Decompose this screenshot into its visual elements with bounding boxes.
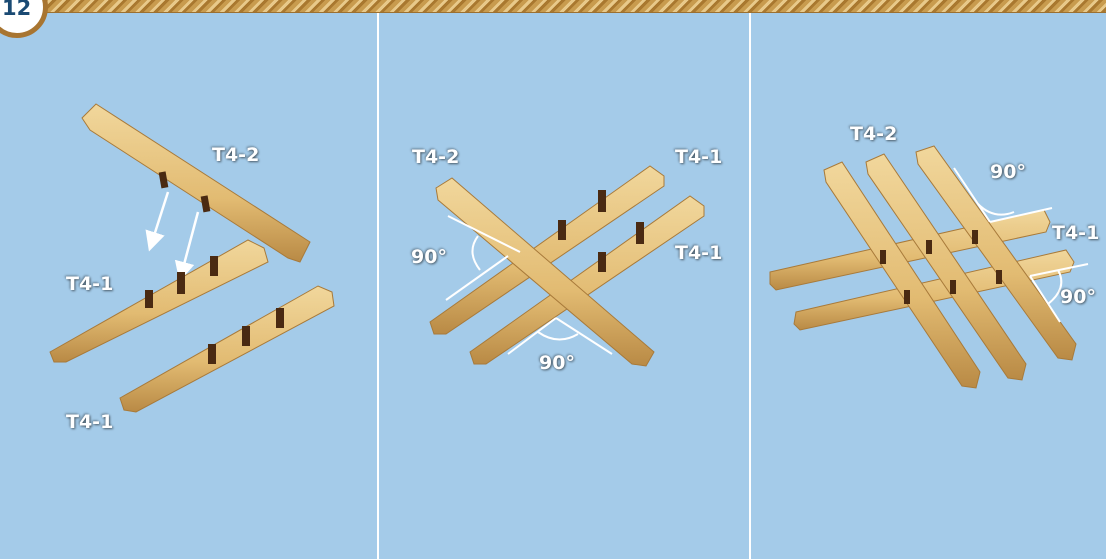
part-label-t4-1: T4-1 xyxy=(675,146,722,168)
panel-step-a: T4-2 T4-1 T4-1 xyxy=(0,13,377,559)
panel-step-c: T4-2 T4-1 90° 90° xyxy=(751,13,1106,559)
part-label-t4-1: T4-1 xyxy=(66,411,113,433)
part-label-t4-2: T4-2 xyxy=(412,146,459,168)
angle-label: 90° xyxy=(539,352,575,374)
part-label-t4-1: T4-1 xyxy=(675,242,722,264)
angle-label: 90° xyxy=(1060,286,1096,308)
angle-label: 90° xyxy=(990,161,1026,183)
part-label-t4-2: T4-2 xyxy=(212,144,259,166)
part-label-t4-1: T4-1 xyxy=(66,273,113,295)
panel-step-b: T4-2 T4-1 T4-1 90° 90° xyxy=(379,13,749,559)
part-label-t4-2: T4-2 xyxy=(850,123,897,145)
angle-label: 90° xyxy=(411,246,447,268)
part-label-t4-1: T4-1 xyxy=(1052,222,1099,244)
